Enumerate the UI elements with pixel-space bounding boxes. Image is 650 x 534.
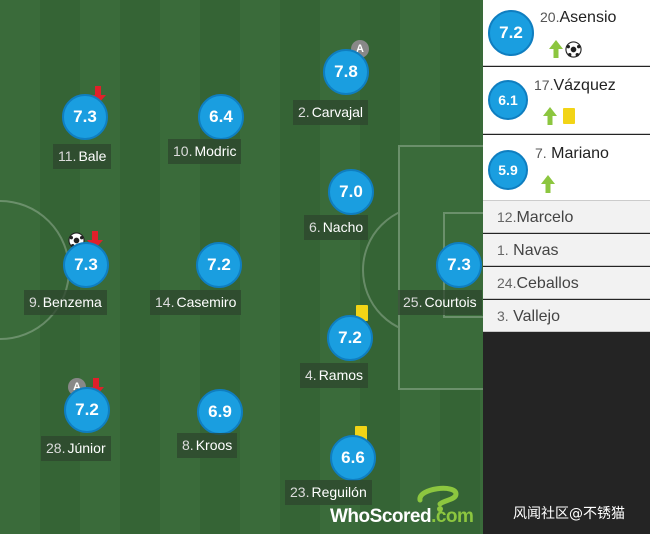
player-icons [549, 40, 582, 58]
shirt-number: 4. [305, 367, 317, 383]
bench-row[interactable]: 3. Vallejo [483, 300, 650, 332]
shirt-number: 3. [497, 308, 509, 324]
goal-icon [565, 40, 582, 58]
sub-row[interactable]: 6.1 17.Vázquez [483, 67, 650, 134]
player-name-label: 9.Benzema [24, 290, 107, 315]
player-name: Navas [513, 242, 559, 259]
rating-badge: 6.4 [198, 94, 244, 140]
player-name-label: 10.Modric [168, 139, 242, 164]
shirt-number: 6. [309, 219, 321, 235]
pitch: 7.3 11.Bale 6.4 10.Modric A 7.8 2.Carvaj… [0, 0, 483, 534]
player-name: Vallejo [513, 308, 560, 325]
player-name: Mariano [551, 145, 609, 162]
player-name: Ramos [318, 367, 364, 383]
shirt-number: 9. [29, 294, 41, 310]
player-name: Benzema [42, 294, 102, 310]
bench-row[interactable]: 24.Ceballos [483, 267, 650, 299]
player-name: Vázquez [553, 77, 616, 94]
player-name: Nacho [322, 219, 364, 235]
player-name-label: 6.Nacho [304, 215, 369, 240]
rating-badge: 7.3 [62, 94, 108, 140]
rating-badge: 5.9 [488, 150, 528, 190]
player-name: Bale [78, 148, 107, 164]
player-name-label: 4.Ramos [300, 363, 369, 388]
sub-on-icon [541, 175, 555, 193]
sub-row[interactable]: 7.2 20.Asensio [483, 0, 650, 66]
player-name: Asensio [559, 9, 617, 26]
bench-row[interactable]: 1. Navas [483, 234, 650, 266]
player-name-label: 14.Casemiro [150, 290, 242, 315]
shirt-number: 28. [46, 440, 66, 456]
shirt-number: 11. [58, 148, 77, 164]
logo-domain: .com [431, 506, 474, 527]
bench-row[interactable]: 12.Marcelo [483, 201, 650, 233]
player-name: Casemiro [176, 294, 237, 310]
sub-name-label: 7. Mariano [535, 145, 609, 163]
player-name: Kroos [195, 437, 233, 453]
logo-text: WhoScored [330, 506, 432, 527]
substitutes-panel: 7.2 20.Asensio 6.1 17.Vázquez 5.9 7. Mar… [483, 0, 650, 534]
rating-badge: 7.3 [436, 242, 482, 288]
center-circle [0, 200, 70, 340]
sub-row[interactable]: 5.9 7. Mariano [483, 135, 650, 201]
player-name: Reguilón [311, 484, 367, 500]
rating-badge: 6.6 [330, 435, 376, 481]
rating-badge: 7.3 [63, 242, 109, 288]
shirt-number: 1. [497, 242, 509, 258]
sub-name-label: 20.Asensio [540, 9, 616, 27]
shirt-number: 2. [298, 104, 310, 120]
player-name: Júnior [67, 440, 106, 456]
shirt-number: 14. [155, 294, 175, 310]
rating-badge: 6.9 [197, 389, 243, 435]
player-name: Modric [194, 143, 237, 159]
player-name: Marcelo [516, 209, 574, 226]
player-name: Ceballos [516, 275, 579, 292]
player-name-label: 28.Júnior [41, 436, 111, 461]
player-name: Carvajal [311, 104, 364, 120]
player-icons [541, 175, 555, 193]
player-name-label: 2.Carvajal [293, 100, 369, 125]
shirt-number: 24. [497, 275, 517, 291]
yellow-card-icon [563, 108, 575, 124]
rating-badge: 7.0 [328, 169, 374, 215]
shirt-number: 23. [290, 484, 310, 500]
shirt-number: 8. [182, 437, 194, 453]
player-name-label: 11.Bale [53, 144, 112, 169]
rating-badge: 7.2 [488, 10, 534, 56]
shirt-number: 7. [535, 145, 547, 161]
player-name-label: 8.Kroos [177, 433, 238, 458]
sub-on-icon [543, 107, 557, 125]
whoscored-logo: WhoScored.com [330, 485, 474, 527]
rating-badge: 7.2 [64, 387, 110, 433]
player-icons [543, 107, 575, 125]
sub-on-icon [549, 40, 563, 58]
shirt-number: 12. [497, 209, 517, 225]
rating-badge: 7.8 [323, 49, 369, 95]
sub-name-label: 17.Vázquez [534, 77, 616, 95]
player-name: Courtois [424, 294, 477, 310]
shirt-number: 10. [173, 143, 193, 159]
shirt-number: 20. [540, 9, 560, 25]
rating-badge: 6.1 [488, 80, 528, 120]
shirt-number: 25. [403, 294, 423, 310]
rating-badge: 7.2 [196, 242, 242, 288]
rating-badge: 7.2 [327, 315, 373, 361]
watermark: 风闻社区@不锈猫 [513, 506, 625, 522]
player-name-label: 25.Courtois [398, 290, 482, 315]
player-name-label: 23.Reguilón [285, 480, 372, 505]
question-mark-icon [417, 485, 459, 512]
shirt-number: 17. [534, 77, 554, 93]
